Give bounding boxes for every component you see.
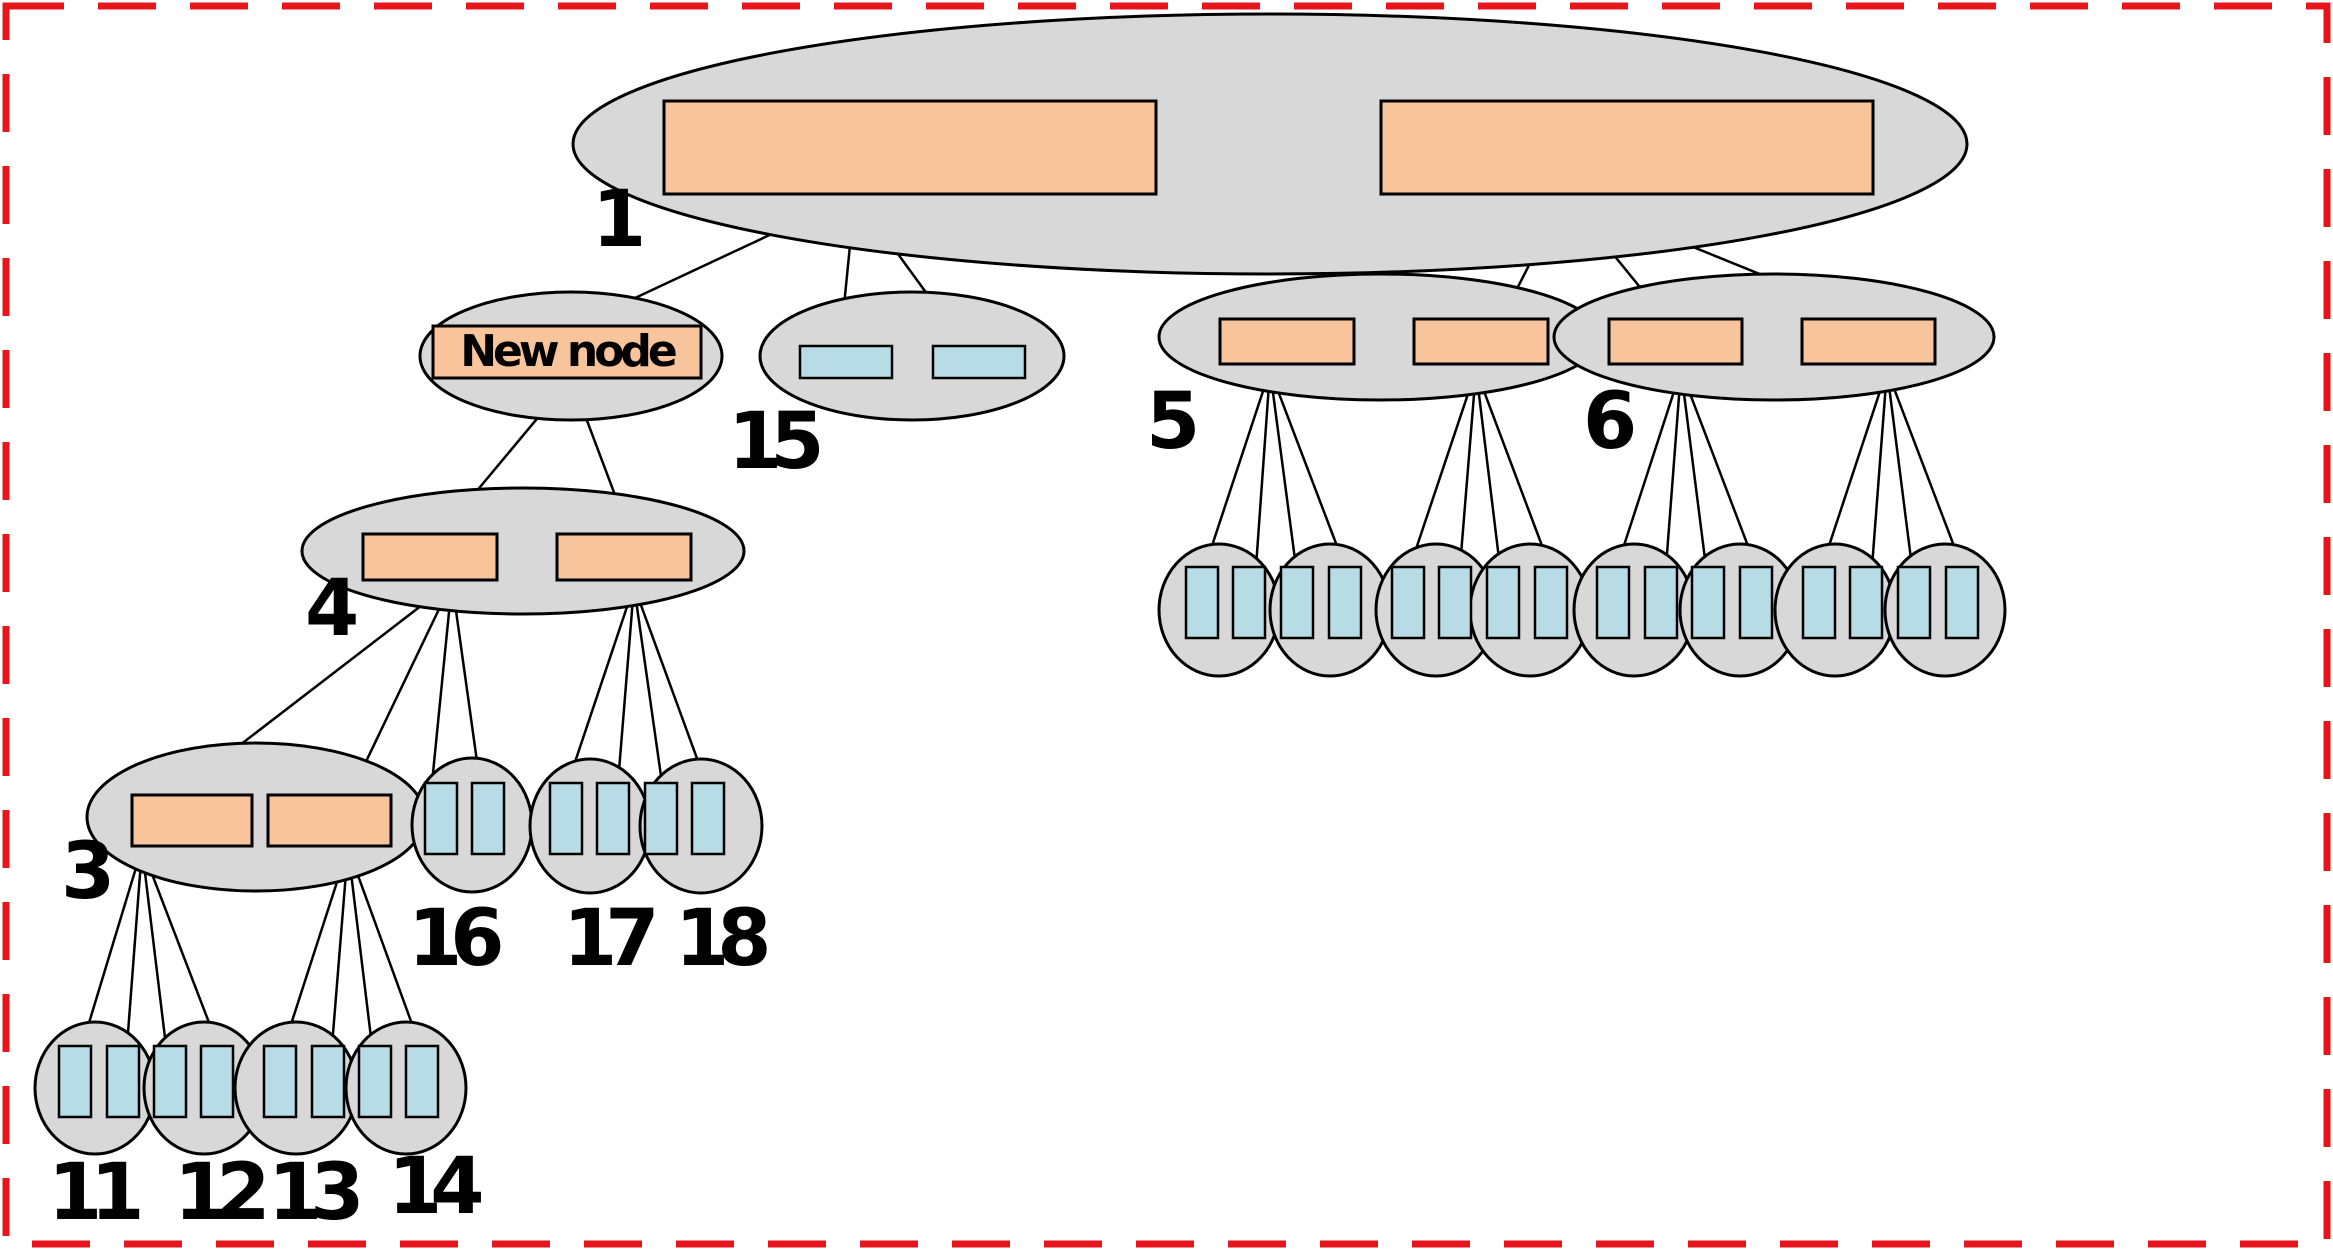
leaf-nodes-right <box>1157 542 2007 678</box>
label-6: 6 <box>1583 377 1634 467</box>
node-6 <box>1552 272 1996 402</box>
new-node: New node <box>418 290 724 422</box>
node-12 <box>142 1020 266 1156</box>
label-17: 17 <box>563 894 654 984</box>
label-11: 11 <box>48 1148 139 1238</box>
label-13: 13 <box>268 1148 359 1238</box>
node-3 <box>85 741 427 893</box>
label-5: 5 <box>1146 377 1195 467</box>
label-3: 3 <box>61 827 110 917</box>
label-1: 1 <box>592 175 641 265</box>
label-16: 16 <box>408 894 501 984</box>
node-5 <box>1157 272 1603 402</box>
node-16 <box>410 756 534 894</box>
label-15: 15 <box>728 397 819 487</box>
label-14: 14 <box>388 1142 481 1232</box>
node-17 <box>528 757 652 895</box>
node-11 <box>33 1020 157 1156</box>
node-13 <box>233 1020 359 1156</box>
node-14 <box>344 1020 468 1156</box>
node-4 <box>300 486 746 616</box>
new-node-label: New node <box>460 326 676 377</box>
node-1 <box>571 12 1969 276</box>
node-15 <box>758 290 1066 422</box>
key-box <box>1379 99 1875 196</box>
key-box <box>662 99 1158 196</box>
node-18 <box>638 757 764 895</box>
label-12: 12 <box>174 1148 264 1238</box>
label-18: 18 <box>675 894 767 984</box>
